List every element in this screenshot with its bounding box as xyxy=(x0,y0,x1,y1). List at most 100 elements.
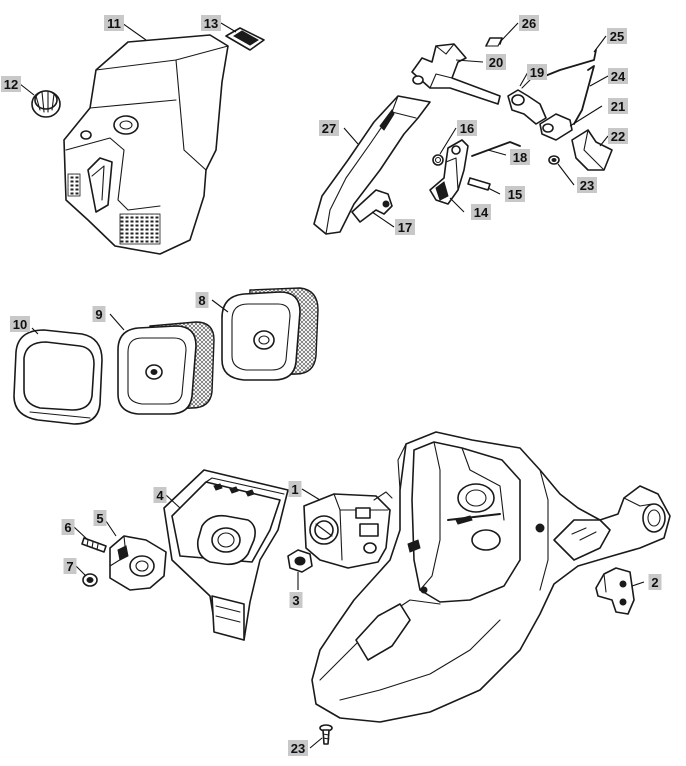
callout-label: 18 xyxy=(510,149,530,165)
air-filter-part-8 xyxy=(221,287,319,381)
interlock-lever-part-17 xyxy=(351,189,393,223)
callout-label-background xyxy=(395,219,415,235)
main-housing xyxy=(311,431,671,723)
callout-number: 10 xyxy=(13,317,27,332)
bracket-part-2 xyxy=(595,567,635,615)
callout-number: 12 xyxy=(4,77,18,92)
callout-label-background xyxy=(486,54,506,70)
lever-part-21 xyxy=(539,113,573,141)
callout-label-background xyxy=(608,98,628,114)
callout-label: 12 xyxy=(1,76,21,92)
callout-label: 1 xyxy=(288,481,302,497)
callout-label: 8 xyxy=(195,292,209,308)
callout-number: 1 xyxy=(291,482,298,497)
callout-label-background xyxy=(10,316,30,332)
callout-label: 4 xyxy=(153,487,167,503)
nut-part-23-upper xyxy=(548,155,560,165)
callout-label-background xyxy=(471,204,491,220)
callout-number: 24 xyxy=(611,69,626,84)
callout-number: 21 xyxy=(611,99,625,114)
callout-number: 4 xyxy=(156,488,164,503)
callout-label: 9 xyxy=(92,306,106,322)
bracket-part-22 xyxy=(571,129,613,171)
callout-label: 25 xyxy=(607,28,627,44)
callout-label-background xyxy=(104,15,124,31)
callout-label-background xyxy=(577,177,597,193)
leader-lines xyxy=(19,22,645,749)
callout-label-background xyxy=(607,28,627,44)
callout-number: 20 xyxy=(489,55,503,70)
callout-label-background xyxy=(288,740,308,756)
carburetor-part-1 xyxy=(303,491,393,569)
callout-label: 16 xyxy=(457,120,477,136)
callout-label-background xyxy=(457,120,477,136)
callout-number: 2 xyxy=(651,575,658,590)
callout-label: 22 xyxy=(608,128,628,144)
callout-label-background xyxy=(527,64,547,80)
callout-label-background xyxy=(510,149,530,165)
callout-number: 5 xyxy=(96,511,103,526)
nut-part-7 xyxy=(82,573,98,587)
callout-label: 26 xyxy=(519,15,539,31)
screw-part-6 xyxy=(81,537,107,553)
rod-part-26 xyxy=(485,37,503,47)
latch-part-13 xyxy=(225,27,265,51)
callout-label: 3 xyxy=(289,592,303,608)
callout-number: 25 xyxy=(610,29,624,44)
callout-label: 23 xyxy=(577,177,597,193)
callout-number: 17 xyxy=(398,220,412,235)
handle-molding-part-27 xyxy=(313,95,431,235)
callout-label-background xyxy=(93,510,107,526)
callout-label: 6 xyxy=(61,519,75,535)
callout-number: 11 xyxy=(107,16,121,31)
callout-label-background xyxy=(519,15,539,31)
throttle-shaft-part-20 xyxy=(411,43,501,105)
callout-label-background xyxy=(289,592,303,608)
housing-part-5 xyxy=(109,535,167,591)
callout-number: 23 xyxy=(580,178,594,193)
callout-number: 16 xyxy=(460,121,474,136)
air-filter-part-9 xyxy=(117,321,215,415)
callout-label-background xyxy=(195,292,209,308)
callout-label: 5 xyxy=(93,510,107,526)
callout-label: 15 xyxy=(505,186,525,202)
callout-number: 15 xyxy=(508,187,522,202)
callout-number: 26 xyxy=(522,16,536,31)
twist-lock-part-12 xyxy=(31,90,61,118)
callout-label-background xyxy=(319,120,339,136)
callout-label: 20 xyxy=(486,54,506,70)
callout-number: 9 xyxy=(95,307,102,322)
rod-part-24 xyxy=(573,65,595,125)
callout-label: 24 xyxy=(608,68,628,84)
callout-label-background xyxy=(648,574,662,590)
callout-number: 18 xyxy=(513,150,527,165)
callout-label-background xyxy=(608,128,628,144)
callout-number: 3 xyxy=(292,593,299,608)
callout-label: 2 xyxy=(648,574,662,590)
callout-number: 23 xyxy=(291,741,305,756)
callout-number: 13 xyxy=(204,16,218,31)
screw-part-23-lower xyxy=(319,724,333,745)
callout-label: 11 xyxy=(104,15,124,31)
callout-label-background xyxy=(153,487,167,503)
callout-label: 19 xyxy=(527,64,547,80)
callout-number: 27 xyxy=(322,121,336,136)
rod-part-25 xyxy=(539,49,597,79)
callout-label-background xyxy=(92,306,106,322)
callout-label: 13 xyxy=(201,15,221,31)
callout-number: 22 xyxy=(611,129,625,144)
callout-number: 7 xyxy=(66,559,73,574)
spring-part-16 xyxy=(432,154,444,166)
rod-part-18 xyxy=(471,141,521,157)
callout-label-background xyxy=(608,68,628,84)
callout-label: 27 xyxy=(319,120,339,136)
callout-number: 6 xyxy=(64,520,71,535)
callout-label: 21 xyxy=(608,98,628,114)
callout-label-background xyxy=(201,15,221,31)
lever-part-19 xyxy=(507,79,547,125)
callout-label: 10 xyxy=(10,316,30,332)
callout-label-background xyxy=(505,186,525,202)
callout-label-background xyxy=(1,76,21,92)
